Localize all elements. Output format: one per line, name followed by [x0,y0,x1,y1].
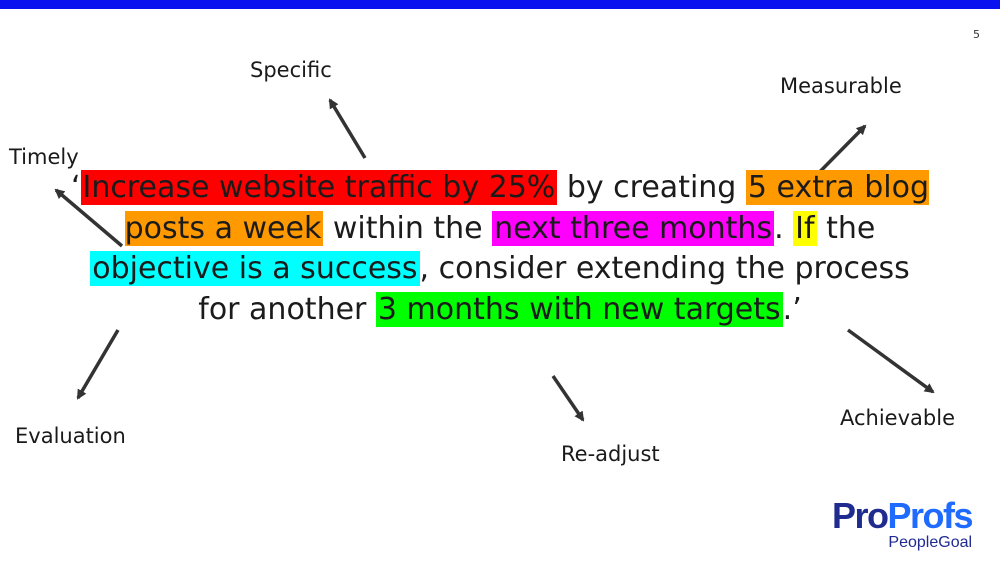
arrow-timely [54,188,124,248]
highlight-specific: Increase website traffic by 25% [80,170,558,205]
quote-text-4: the [816,210,876,246]
label-readjust: Re-adjust [561,442,660,466]
quote-close: .’ [782,291,802,327]
label-achievable: Achievable [840,406,955,430]
highlight-if: If [793,210,817,246]
logo-profs: Profs [887,495,974,536]
smart-goal-quote: ‘Increase website traffic by 25% by crea… [70,168,930,330]
highlight-evaluation: objective is a success [90,251,420,286]
arrow-achievable [846,328,935,394]
label-specific: Specific [250,58,332,82]
arrow-evaluation [76,329,120,400]
quote-text-3: . [774,210,794,246]
logo-pro: Pro [832,495,889,536]
quote-text-1: by creating [557,170,746,205]
highlight-achievable: 3 months with new targets [375,291,783,327]
label-timely: Timely [9,145,79,169]
logo-subtitle: PeopleGoal [888,534,973,551]
proprofs-logo: ProProfs PeopleGoal [832,495,974,552]
quote-text-5: , consider extending the process for ano… [198,251,910,327]
page-number: 5 [973,28,980,41]
label-measurable: Measurable [780,74,902,98]
quote-text-2: within the [323,210,493,246]
label-evaluation: Evaluation [15,424,126,448]
arrow-readjust [551,375,585,422]
top-bar [0,0,1000,9]
quote-open: ‘ [70,170,81,205]
highlight-timely: next three months [492,210,775,246]
arrow-specific [328,98,367,159]
